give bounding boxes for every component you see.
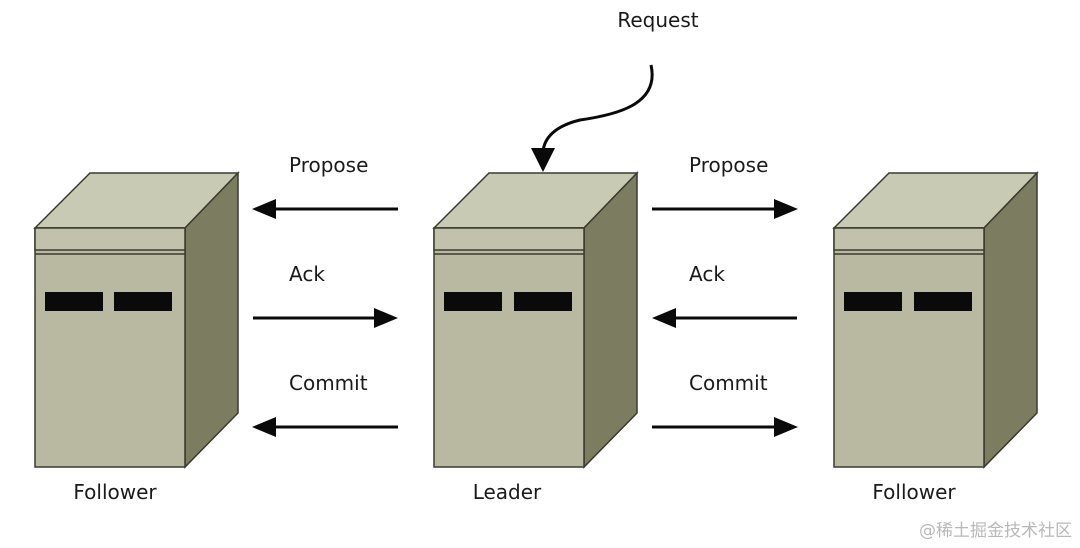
message-label-left-propose: Propose (289, 153, 368, 177)
node-label-follower-right: Follower (872, 480, 956, 504)
ack-arrow-right-head (652, 308, 676, 328)
message-label-left-commit: Commit (289, 371, 368, 395)
follower-server-right (832, 171, 1039, 469)
ack-arrow-left-head (374, 308, 398, 328)
follower-server-left (33, 171, 240, 469)
message-label-right-propose: Propose (689, 153, 768, 177)
commit-arrow-left-head (252, 417, 276, 437)
message-label-right-ack: Ack (689, 262, 725, 286)
message-label-left-ack: Ack (289, 262, 325, 286)
leader-server (432, 171, 639, 469)
propose-arrow-left-head (252, 199, 276, 219)
node-label-follower-left: Follower (73, 480, 157, 504)
request-arrow-head (531, 148, 555, 172)
message-label-right-commit: Commit (689, 371, 768, 395)
commit-arrow-right-head (774, 417, 798, 437)
watermark-text: @稀土掘金技术社区 (919, 521, 1072, 541)
request-label: Request (617, 8, 698, 32)
request-arrow (541, 64, 654, 153)
propose-arrow-right-head (774, 199, 798, 219)
node-label-leader: Leader (473, 480, 542, 504)
